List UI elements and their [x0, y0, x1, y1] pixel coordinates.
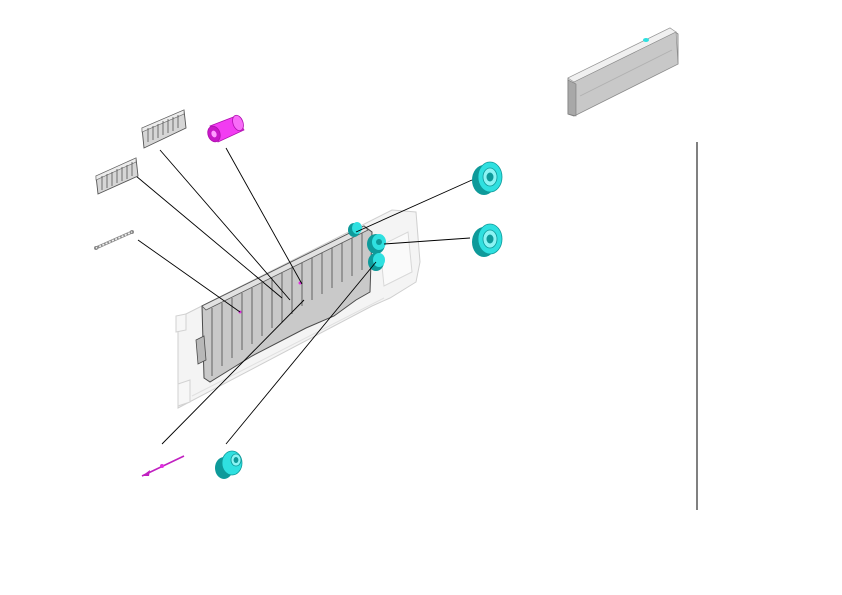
leader-lines — [135, 147, 473, 445]
bearing-left-bottom — [215, 450, 243, 479]
leader-line — [161, 299, 305, 445]
guide-plate-slots — [211, 233, 363, 376]
guide-plate-edge — [201, 225, 369, 311]
leader-line — [383, 237, 471, 245]
mounted-roller-upper — [348, 222, 362, 237]
guide-frame-tab — [175, 313, 187, 333]
leader-line — [225, 261, 377, 445]
mounted-roller-mid — [367, 234, 386, 254]
separator-plate-lower — [95, 157, 139, 195]
guide-assembly — [175, 209, 421, 409]
bearing-right-top — [472, 161, 503, 195]
shaft-pin — [141, 455, 185, 477]
spring — [94, 229, 134, 250]
guide-frame-tab — [177, 379, 191, 407]
leader-line — [355, 179, 473, 233]
cover-panel — [567, 27, 679, 117]
leader-line — [159, 149, 291, 301]
guide-plate — [201, 225, 373, 383]
guide-frame-ridge — [191, 297, 385, 397]
leader-line — [225, 147, 303, 285]
bearing-right-bottom — [472, 223, 503, 257]
guide-frame-clip — [379, 231, 413, 287]
leader-line — [137, 239, 241, 313]
guide-plate-flange — [195, 335, 207, 365]
roller-magenta — [207, 114, 245, 143]
leader-line — [135, 175, 283, 299]
separator-plate-upper — [141, 109, 187, 149]
